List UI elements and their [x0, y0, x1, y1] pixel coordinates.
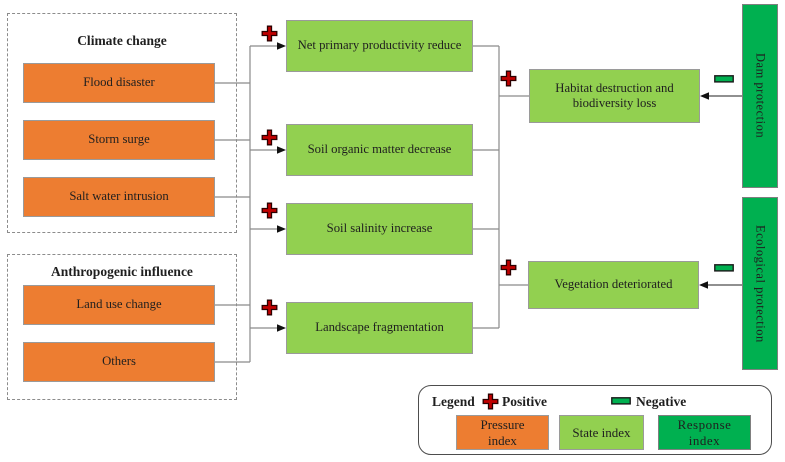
legend-response-index-label: Response index	[677, 416, 732, 448]
anthropogenic-influence-group: Anthropogenic influence	[7, 254, 237, 400]
state-box-landscape-fragmentation: Landscape fragmentation	[286, 302, 473, 354]
response-box-dam-protection: Dam protection	[742, 4, 778, 188]
response-box-ecological-protection: Ecological protection	[742, 197, 778, 370]
climate-change-group: Climate change	[7, 13, 237, 233]
pressure-box-land-use-change: Land use change	[23, 285, 215, 325]
minus-icon	[714, 264, 734, 272]
pressure-box-salt-water-intrusion: Salt water intrusion	[23, 177, 215, 217]
legend-positive-label: Positive	[502, 394, 547, 409]
plus-icon	[261, 25, 278, 42]
state-box-soil-salinity: Soil salinity increase	[286, 203, 473, 255]
state-box-soil-organic-matter: Soil organic matter decrease	[286, 124, 473, 176]
state-box-vegetation-deteriorated: Vegetation deteriorated	[528, 261, 699, 309]
legend-pressure-index: Pressure index	[456, 415, 549, 450]
plus-icon	[261, 202, 278, 219]
plus-icon	[261, 299, 278, 316]
legend-pressure-index-label: Pressure index	[480, 416, 525, 448]
legend-negative-label: Negative	[636, 394, 687, 409]
plus-icon	[500, 70, 517, 87]
legend-state-index-label: State index	[572, 424, 631, 440]
state-box-net-primary-productivity: Net primary productivity reduce	[286, 20, 473, 72]
minus-icon	[714, 75, 734, 83]
pressure-box-storm-surge: Storm surge	[23, 120, 215, 160]
plus-icon	[261, 129, 278, 146]
pressure-box-others: Others	[23, 342, 215, 382]
legend-negative-icon	[611, 397, 631, 405]
legend-positive-icon	[482, 393, 499, 410]
state-box-habitat-destruction: Habitat destruction and biodiversity los…	[529, 69, 700, 123]
legend-state-index: State index	[559, 415, 644, 450]
legend: Legend Positive Negative Pressure index …	[418, 385, 772, 455]
legend-response-index: Response index	[658, 415, 751, 450]
group-title-anthropogenic-influence: Anthropogenic influence	[51, 264, 193, 279]
group-title-climate-change: Climate change	[77, 33, 167, 48]
pressure-box-flood-disaster: Flood disaster	[23, 63, 215, 103]
plus-icon	[500, 259, 517, 276]
legend-title: Legend	[432, 394, 475, 409]
